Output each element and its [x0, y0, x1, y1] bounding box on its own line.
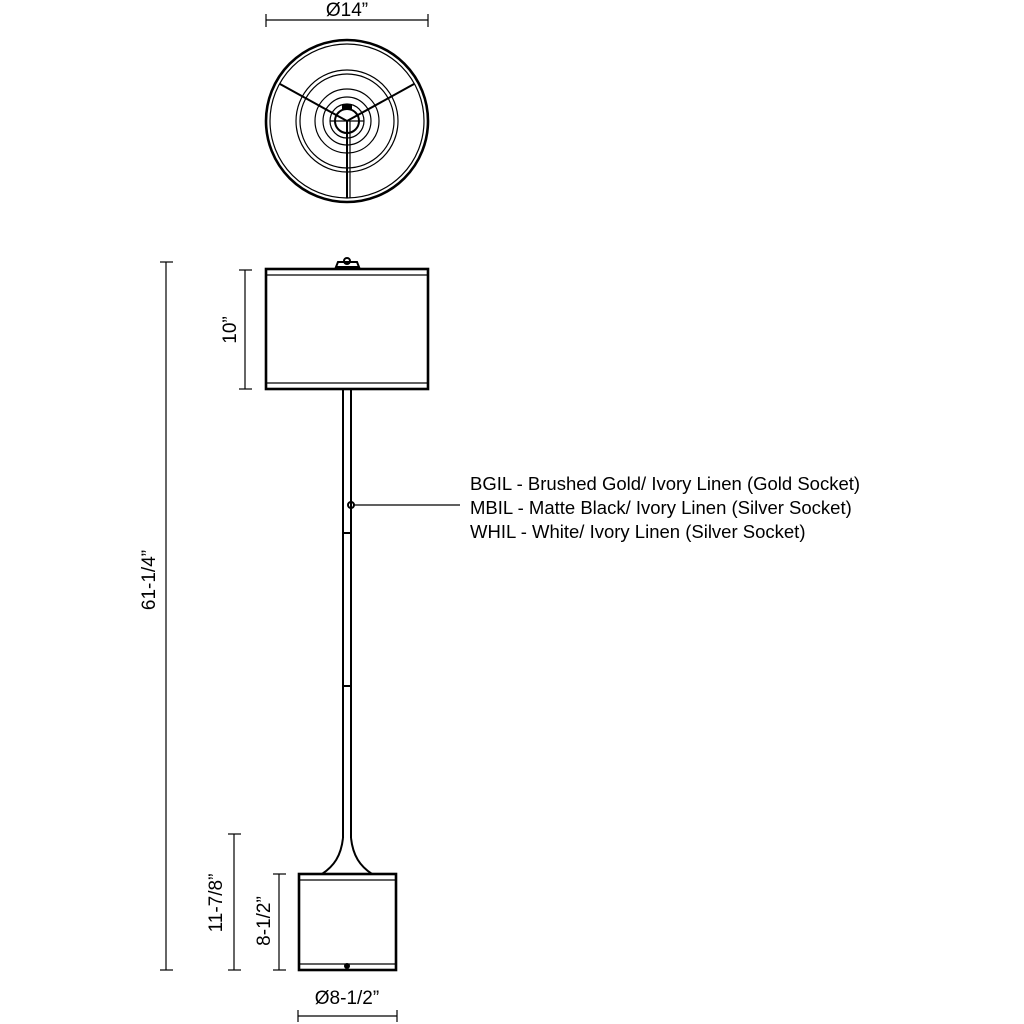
lamp-base: [297, 872, 398, 972]
base-diameter-dimension-line: [297, 1010, 398, 1022]
base-section-height-label: 11-7/8”: [206, 874, 227, 933]
shade-diameter-label: Ø14”: [326, 0, 368, 21]
shade-diameter-dimension-line: [265, 14, 429, 27]
lamp-stem: [316, 389, 460, 875]
finish-option-bgil: BGIL - Brushed Gold/ Ivory Linen (Gold S…: [470, 473, 860, 494]
base-height-dimension-line: [273, 873, 286, 971]
finish-options-callout: BGIL - Brushed Gold/ Ivory Linen (Gold S…: [470, 473, 860, 542]
overall-height-dimension-line: [160, 261, 173, 971]
shade-top-view: Ø14”: [264, 0, 430, 204]
base-diameter-label: Ø8-1/2”: [315, 988, 379, 1009]
base-section-height-dimension-line: [228, 833, 241, 971]
shade-height-label: 10”: [220, 316, 241, 343]
finish-option-whil: WHIL - White/ Ivory Linen (Silver Socket…: [470, 521, 805, 542]
lamp-shade-elevation: [239, 257, 430, 391]
finish-option-mbil: MBIL - Matte Black/ Ivory Linen (Silver …: [470, 497, 852, 518]
overall-height-label: 61-1/4”: [139, 550, 160, 610]
base-height-label: 8-1/2”: [254, 896, 275, 946]
